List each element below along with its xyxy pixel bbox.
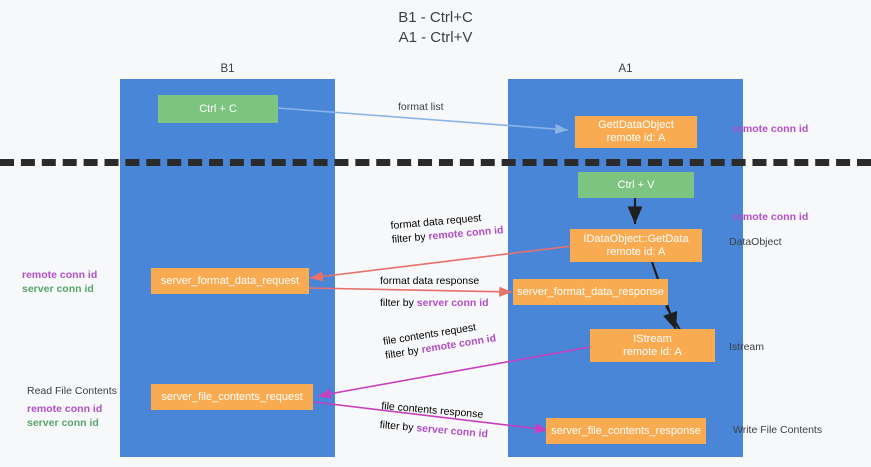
- box-istream-line-1: IStream: [633, 332, 672, 345]
- box-ctrl-v[interactable]: Ctrl + V: [578, 172, 694, 198]
- annotation-left-remote-conn-id-mid: remote conn id: [22, 269, 98, 281]
- annotation-right-remote-conn-id-top: remote conn id: [733, 123, 809, 135]
- box-idataobject-getdata-line-1: IDataObject::GetData: [583, 232, 689, 245]
- diagram-title-line-1: B1 - Ctrl+C: [398, 9, 473, 26]
- box-server-format-data-request[interactable]: server_format_data_request: [151, 268, 309, 294]
- edge-label-format-data-request: format data request filter by remote con…: [390, 209, 504, 247]
- edge-label-file-contents-response-filter: filter by server conn id: [379, 418, 489, 441]
- box-istream-line-2: remote id: A: [623, 345, 682, 358]
- annotation-left-server-conn-id-low: server conn id: [27, 417, 99, 429]
- box-server-format-data-response[interactable]: server_format_data_response: [513, 279, 668, 305]
- filter-key-server-conn-id: server conn id: [416, 297, 489, 309]
- box-istream[interactable]: IStream remote id: A: [590, 329, 715, 362]
- box-idataobject-getdata[interactable]: IDataObject::GetData remote id: A: [570, 229, 702, 262]
- edge-label-format-data-response-main: format data response: [380, 275, 480, 287]
- edge-label-format-list: format list: [398, 101, 444, 113]
- edge-label-file-contents-request: file contents request filter by remote c…: [382, 317, 497, 362]
- phase-divider: [0, 159, 871, 166]
- box-server-format-data-response-label: server_format_data_response: [517, 285, 664, 298]
- box-get-idataobject[interactable]: GetIDataObject remote id: A: [575, 116, 697, 148]
- filter-key-server-conn-id-2: server conn id: [415, 422, 489, 441]
- lane-header-a1-name: A1: [618, 63, 633, 75]
- annotation-right-remote-conn-id-mid: remote conn id: [733, 211, 809, 223]
- box-idataobject-getdata-line-2: remote id: A: [606, 245, 666, 258]
- box-server-file-contents-request[interactable]: server_file_contents_request: [151, 384, 313, 410]
- box-server-format-data-request-label: server_format_data_request: [160, 274, 300, 287]
- edge-label-format-data-response: format data response filter by server co…: [380, 274, 489, 310]
- box-get-idataobject-line-1: GetIDataObject: [598, 119, 674, 131]
- box-ctrl-v-label: Ctrl + V: [617, 178, 655, 191]
- diagram-title-line-2: A1 - Ctrl+V: [398, 29, 473, 46]
- box-ctrl-c[interactable]: Ctrl + C: [158, 95, 278, 123]
- annotation-left-remote-conn-id-low: remote conn id: [27, 403, 103, 415]
- annotation-left-server-conn-id-mid: server conn id: [22, 283, 94, 295]
- box-server-file-contents-response-label: server_file_contents_response: [551, 424, 701, 437]
- lane-header-b1-name: B1: [220, 63, 235, 75]
- annotation-right-istream: Istream: [729, 341, 765, 353]
- box-server-file-contents-response[interactable]: server_file_contents_response: [546, 418, 706, 444]
- annotation-right-write-file-contents: Write File Contents: [733, 424, 823, 436]
- box-server-file-contents-request-label: server_file_contents_request: [161, 390, 303, 403]
- annotation-left-read-file-contents: Read File Contents: [27, 385, 117, 397]
- diagram-title: B1 - Ctrl+C A1 - Ctrl+V: [0, 8, 871, 48]
- box-ctrl-c-label: Ctrl + C: [199, 102, 237, 115]
- edge-label-file-contents-response: file contents response filter by server …: [379, 399, 490, 441]
- edge-label-format-data-response-filter: filter by server conn id: [380, 297, 489, 309]
- box-get-idataobject-line-2: remote id: A: [606, 132, 666, 144]
- annotation-right-dataobject: DataObject: [729, 236, 782, 248]
